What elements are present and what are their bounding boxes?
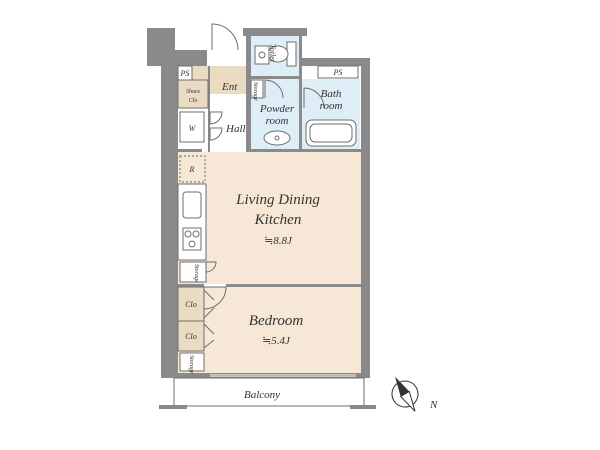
bedroom-door-swing bbox=[203, 286, 227, 310]
balcony-rail-left bbox=[159, 405, 187, 409]
bath-label-line2: room bbox=[320, 100, 343, 112]
bedroom-floor bbox=[178, 287, 361, 373]
hall-door-swing-2 bbox=[209, 127, 223, 141]
kitchen-storage-door-swing bbox=[205, 261, 217, 273]
powder-storage-box bbox=[250, 79, 264, 99]
closet-2-floor bbox=[178, 321, 204, 351]
powder-door-swing bbox=[264, 79, 284, 99]
powder-label-line1: Powder bbox=[259, 103, 295, 115]
balcony-label: Balcony bbox=[244, 389, 280, 401]
bedroom-label: Bedroom bbox=[249, 313, 304, 329]
shoes-label-line2: Clo bbox=[189, 98, 198, 104]
ps-left-label: PS bbox=[180, 69, 190, 78]
storage-powder-label: Storage bbox=[252, 82, 258, 101]
wall-toilet-right bbox=[299, 36, 302, 152]
stove-burner-2-icon bbox=[192, 230, 200, 238]
closet-2-box bbox=[177, 320, 205, 352]
ldk-label-line1: Living Dining bbox=[235, 192, 320, 208]
stove-burner-1-icon bbox=[184, 230, 192, 238]
balcony-rail-right bbox=[350, 405, 376, 409]
kitchen-storage-box bbox=[179, 261, 207, 283]
closet-1-floor bbox=[178, 287, 204, 321]
washer-box bbox=[179, 111, 205, 143]
wall-wet-bottom bbox=[246, 149, 361, 152]
closet-2-door-swing bbox=[203, 323, 215, 349]
closet-1-label: Clo bbox=[185, 300, 197, 309]
fridge-box bbox=[179, 155, 206, 183]
powder-basin-drain-icon bbox=[274, 135, 280, 141]
wall-right bbox=[361, 58, 370, 376]
compass-needle-south bbox=[399, 390, 416, 412]
shoes-closet-box bbox=[177, 79, 209, 109]
powder-label-line2: room bbox=[266, 115, 289, 127]
hall-door-swing bbox=[209, 111, 223, 125]
wall-shoes-divider bbox=[208, 66, 210, 152]
wall-left-outer bbox=[161, 56, 178, 376]
compass-north-label: N bbox=[429, 399, 438, 411]
balcony-outline bbox=[173, 377, 365, 407]
ldk-area: ≒8.8J bbox=[264, 235, 293, 247]
wall-toilet-left bbox=[246, 28, 251, 152]
entrance-floor bbox=[208, 66, 248, 94]
toilet-sink-drain-icon bbox=[258, 51, 266, 59]
shoes-label-line1: Shoes bbox=[186, 89, 201, 95]
bath-label-line1: Bath bbox=[321, 88, 342, 100]
bedroom-area: ≒5.4J bbox=[262, 335, 291, 347]
wall-top-entrance bbox=[175, 50, 207, 66]
bathtub-inner bbox=[309, 123, 353, 143]
wall-ldk-bedroom-left bbox=[178, 284, 204, 287]
washer-label: W bbox=[189, 124, 197, 133]
compass bbox=[391, 376, 419, 412]
compass-needle-north bbox=[395, 376, 410, 397]
wall-ldk-bedroom bbox=[226, 284, 361, 287]
ldk-label-line2: Kitchen bbox=[254, 212, 302, 228]
hall-label: Hall bbox=[225, 123, 246, 135]
stove-burner-3-icon bbox=[188, 240, 196, 248]
closet-2-label: Clo bbox=[185, 332, 197, 341]
kitchen-sink-icon bbox=[182, 191, 202, 219]
wall-toilet-bottom bbox=[251, 76, 299, 79]
entrance-label: Ent bbox=[221, 81, 238, 93]
storage-kitchen-label: Storage bbox=[193, 264, 199, 283]
wall-top-toilet bbox=[243, 28, 307, 36]
fridge-label: R bbox=[189, 165, 195, 174]
wall-hall-bottom bbox=[178, 149, 202, 152]
toilet-label: Toilet bbox=[268, 44, 277, 63]
closet-1-door-swing bbox=[203, 289, 215, 319]
wall-top-right bbox=[299, 58, 370, 66]
entrance-door-swing bbox=[211, 23, 239, 51]
bathtub bbox=[305, 119, 357, 147]
storage-bed-label: Storage bbox=[188, 355, 194, 374]
bedroom-storage-box bbox=[179, 352, 205, 372]
bath-door-swing bbox=[303, 87, 325, 109]
ps-right-label: PS bbox=[333, 68, 343, 77]
ps-right-box bbox=[317, 65, 359, 79]
